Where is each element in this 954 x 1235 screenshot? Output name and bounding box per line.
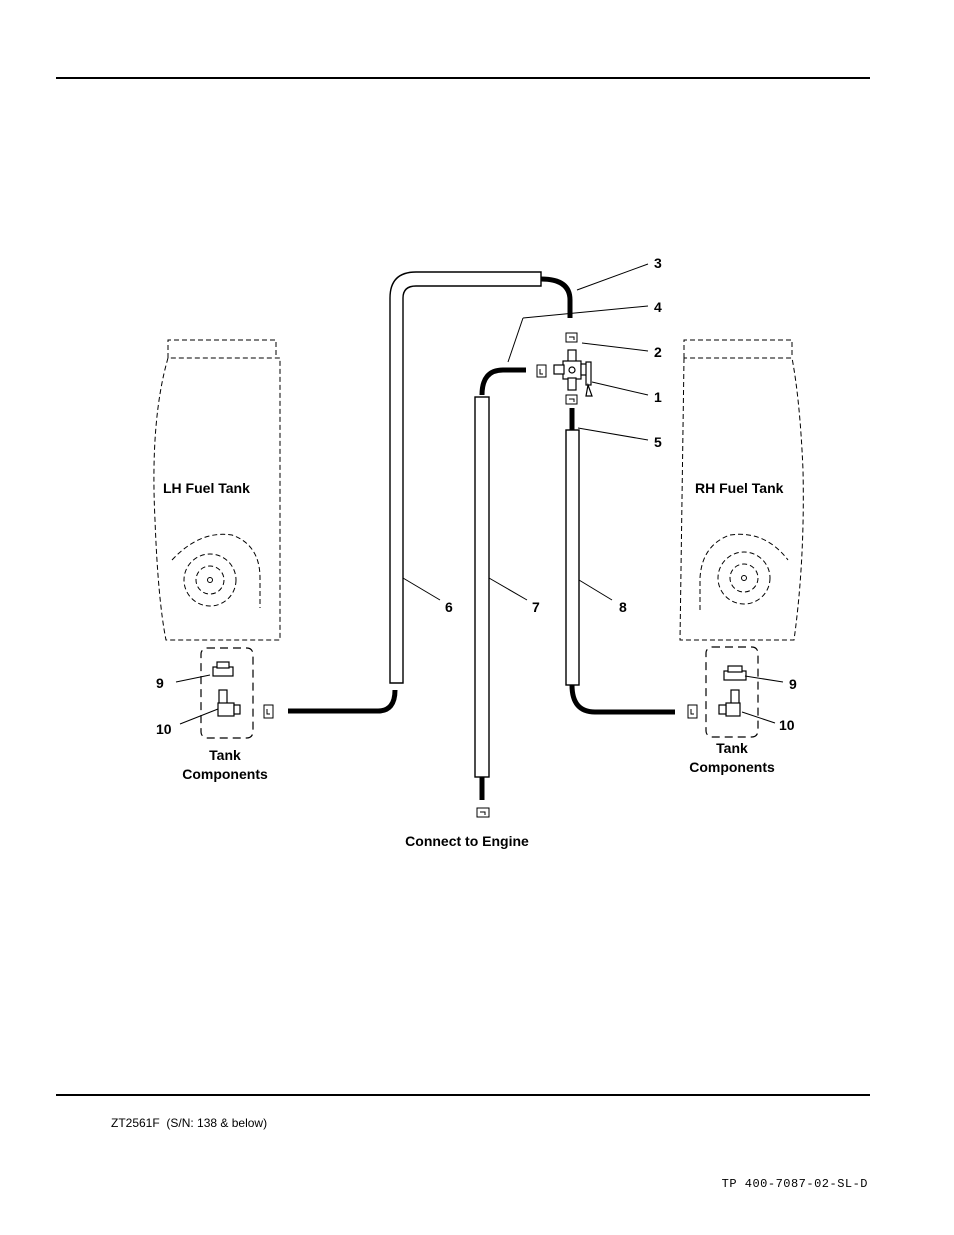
lh-fuel-tank	[153, 339, 281, 641]
callout-7: 7	[532, 599, 540, 615]
callout-2: 2	[654, 344, 662, 360]
lh-fuel-tank-label: LH Fuel Tank	[163, 480, 250, 496]
rh-fuel-tank-label: RH Fuel Tank	[695, 480, 784, 496]
callout-1: 1	[654, 389, 662, 405]
t-fitting-valve-icon	[553, 349, 593, 397]
hose-6	[288, 271, 573, 714]
lh-tank-components-label-line1: Tank	[209, 747, 241, 763]
rh-fuel-tank	[679, 339, 804, 641]
hose-7	[474, 367, 526, 800]
callout-6: 6	[445, 599, 453, 615]
lh-tank-outlet-icon	[207, 577, 213, 583]
hose-clamp-icon	[536, 364, 547, 378]
rh-elbow-fitting-icon	[718, 689, 741, 717]
callout-8: 8	[619, 599, 627, 615]
lh-tank-components-box	[200, 647, 254, 739]
figure-id: ZT2561F	[111, 1116, 160, 1130]
connect-to-engine-label: Connect to Engine	[405, 833, 529, 849]
callout-9-right: 9	[789, 676, 797, 692]
hose-8	[565, 408, 675, 715]
rh-bushing-icon	[723, 665, 747, 681]
document-number: TP 400-7087-02-SL-D	[721, 1177, 868, 1191]
callout-10-left: 10	[156, 721, 172, 737]
callout-5: 5	[654, 434, 662, 450]
lh-bushing-icon	[212, 661, 234, 677]
serial-note: (S/N: 138 & below)	[166, 1116, 268, 1130]
callout-9-left: 9	[156, 675, 164, 691]
callout-3: 3	[654, 255, 662, 271]
rh-tank-components-box	[705, 646, 759, 738]
callout-10-right: 10	[779, 717, 795, 733]
rh-tank-outlet-icon	[741, 575, 747, 581]
lh-tank-components-label-line2: Components	[182, 766, 268, 782]
footer-rule	[56, 1094, 870, 1096]
rh-tank-components-label-line2: Components	[689, 759, 775, 775]
hose-clamp-icon	[565, 332, 578, 343]
lh-elbow-fitting-icon	[217, 689, 241, 717]
leader-lines	[175, 263, 784, 725]
figure-caption: ZT2561F (S/N: 138 & below)	[111, 1116, 267, 1130]
hose-clamp-icon	[687, 704, 698, 719]
hose-clamp-icon	[263, 704, 274, 719]
hose-clamp-icon	[476, 807, 490, 818]
callout-4: 4	[654, 299, 662, 315]
hose-clamp-icon	[565, 394, 578, 405]
rh-tank-components-label-line1: Tank	[716, 740, 748, 756]
header-rule	[56, 77, 870, 79]
